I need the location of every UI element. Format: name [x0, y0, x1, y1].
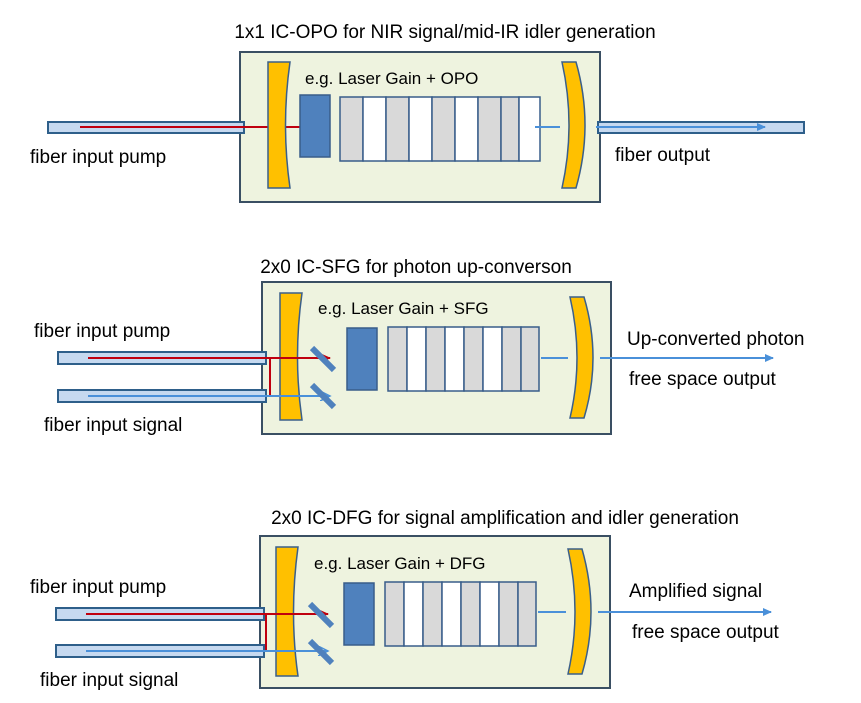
panel-title: 2x0 IC-DFG for signal amplification and …: [271, 508, 739, 529]
laser-gain-block: [346, 327, 378, 391]
input-label-pump: fiber input pump: [34, 321, 170, 342]
panel-opo: 1x1 IC-OPO for NIR signal/mid-IR idler g…: [30, 22, 805, 203]
panel-title: 1x1 IC-OPO for NIR signal/mid-IR idler g…: [234, 22, 655, 43]
output-label-2: free space output: [632, 622, 780, 643]
output-mirror: [569, 296, 594, 419]
input-mirror: [275, 546, 299, 677]
panel-title: 2x0 IC-SFG for photon up-converson: [260, 257, 572, 278]
input-mirror: [267, 61, 291, 189]
panel-dfg: 2x0 IC-DFG for signal amplification and …: [30, 508, 780, 691]
input-label-signal: fiber input signal: [40, 670, 178, 691]
nonlinear-crystal: [384, 581, 537, 647]
cavity-label: e.g. Laser Gain + SFG: [318, 299, 489, 318]
output-label-2: free space output: [629, 369, 777, 390]
output-label-1: Amplified signal: [629, 581, 762, 602]
panel-sfg: 2x0 IC-SFG for photon up-converson e.g. …: [34, 257, 804, 436]
output-label-1: Up-converted photon: [627, 329, 804, 350]
dichroic-mirror-1: [309, 345, 337, 373]
output-label: fiber output: [615, 145, 711, 166]
output-mirror: [567, 548, 592, 675]
input-label-pump: fiber input pump: [30, 147, 166, 168]
dichroic-mirror-2: [307, 638, 335, 666]
cavity-label: e.g. Laser Gain + DFG: [314, 554, 486, 573]
dichroic-mirror-2: [309, 382, 337, 410]
input-mirror: [279, 292, 303, 421]
laser-gain-block: [343, 582, 375, 646]
dichroic-mirror-1: [307, 601, 335, 629]
nonlinear-crystal: [387, 326, 540, 392]
cavity-label: e.g. Laser Gain + OPO: [305, 69, 478, 88]
input-label-signal: fiber input signal: [44, 415, 182, 436]
input-label-pump: fiber input pump: [30, 577, 166, 598]
nonlinear-crystal: [339, 96, 541, 162]
laser-gain-block: [299, 94, 331, 158]
output-mirror: [561, 61, 586, 189]
